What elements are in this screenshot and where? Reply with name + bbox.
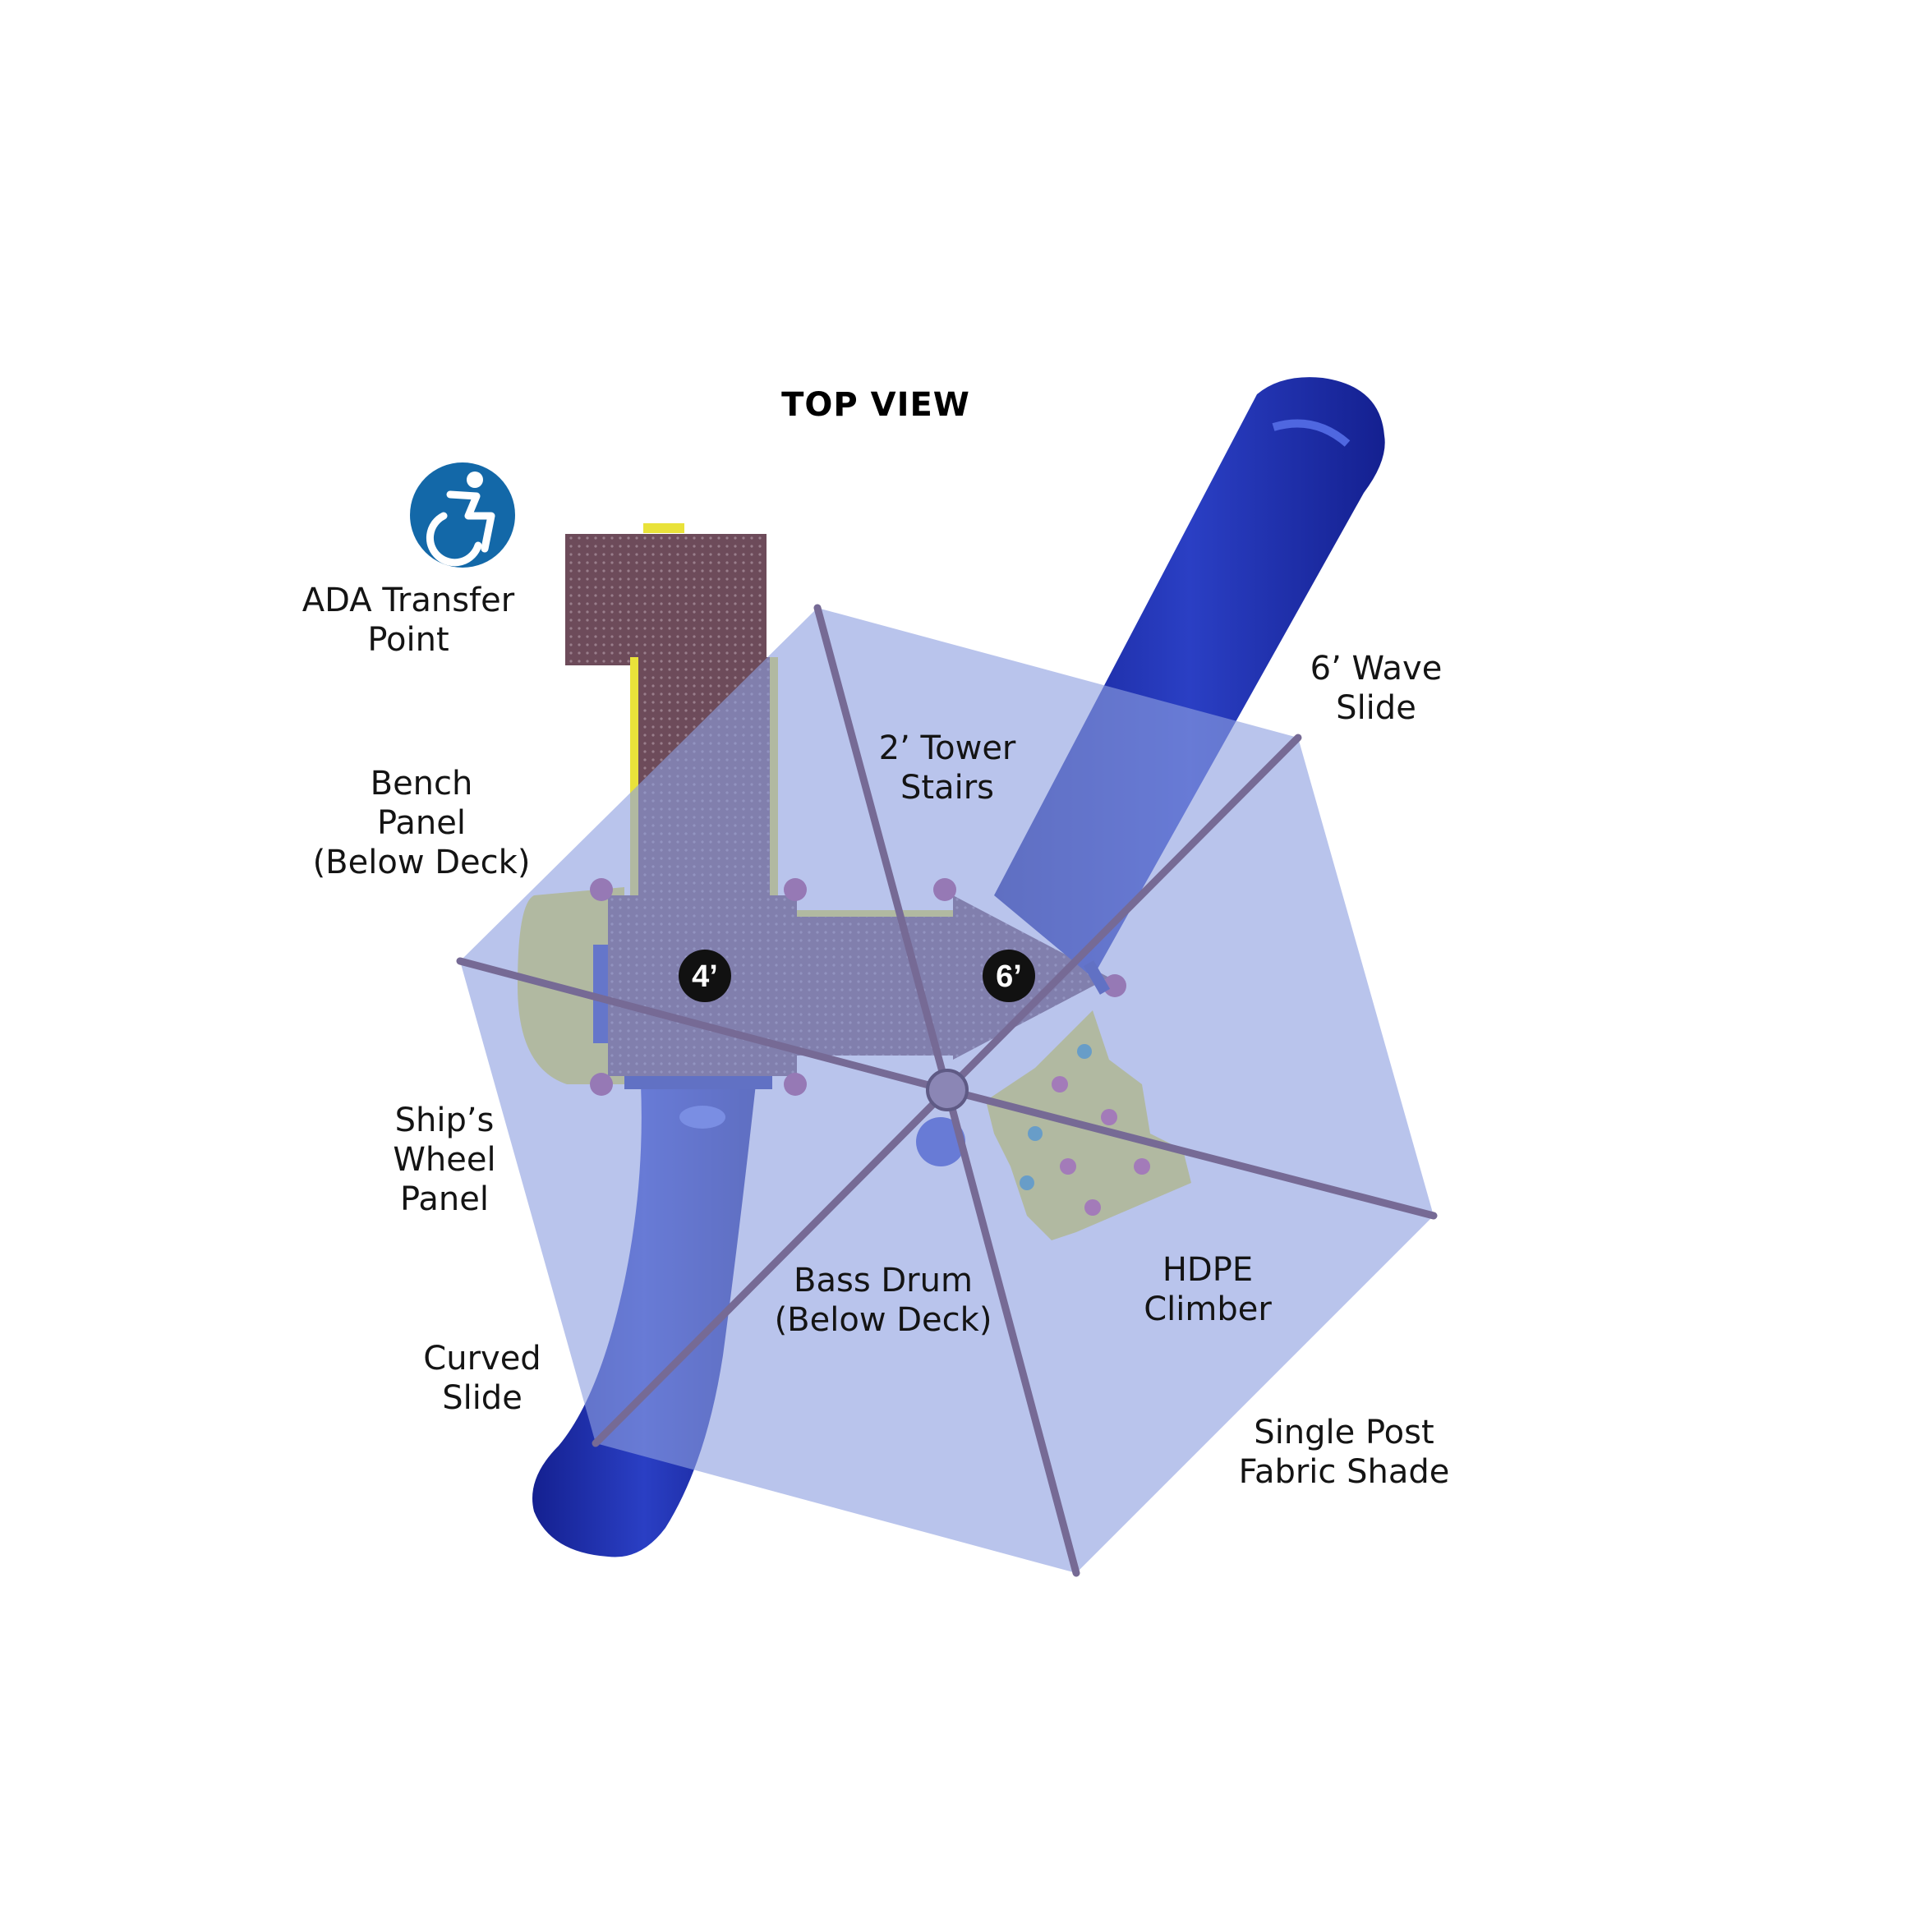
deck-badge-6ft: 6’ — [983, 950, 1035, 1002]
deck-badge-4ft-text: 4’ — [692, 959, 718, 994]
page-title: TOP VIEW — [781, 386, 970, 424]
wheelchair-accessibility-icon — [410, 462, 515, 568]
deck-badge-6ft-text: 6’ — [996, 959, 1022, 994]
fabric-shade — [456, 604, 1438, 1577]
deck-badge-4ft: 4’ — [679, 950, 731, 1002]
label-bass-drum: Bass Drum(Below Deck) — [774, 1262, 992, 1339]
